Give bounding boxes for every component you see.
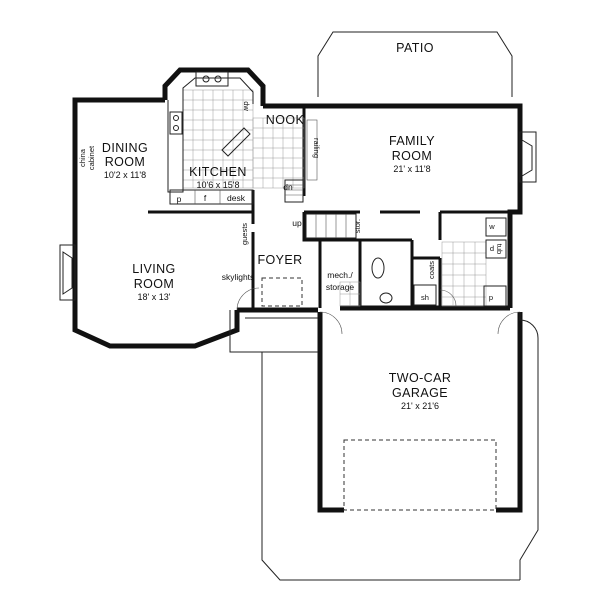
washer-label: w — [488, 222, 495, 231]
mech-label-2: storage — [326, 282, 355, 292]
dining-room-name: DINING — [102, 141, 148, 155]
exterior-walls — [72, 67, 523, 513]
kitchen-dims: 10'6 x 15'8 — [197, 180, 240, 190]
skylights — [261, 277, 303, 307]
annotation-labels: china cabinet railing dw dn up p f desk … — [78, 101, 504, 302]
stairs-up-label: up — [292, 218, 302, 228]
railing-label: railing — [312, 138, 321, 158]
door-swings — [236, 287, 521, 335]
patio-outline — [317, 31, 513, 97]
family-room-name: FAMILY — [389, 134, 435, 148]
desk-label: desk — [227, 193, 246, 203]
garage-name: TWO-CAR — [389, 371, 452, 385]
patio-label: PATIO — [396, 41, 434, 55]
front-steps — [229, 310, 318, 353]
dishwasher-label: dw — [242, 101, 251, 111]
kitchen-name: KITCHEN — [189, 165, 247, 179]
stairs — [284, 119, 357, 239]
guests-closet-label: guests — [240, 223, 249, 245]
laundry-floor-grid — [339, 241, 487, 307]
kitchen-counters — [167, 71, 254, 205]
laundry-pantry-label: p — [489, 293, 493, 302]
room-labels: PATIO NOOK FAMILY ROOM 21' x 11'8 DINING… — [102, 41, 451, 411]
fireplaces — [59, 131, 537, 301]
bath-fixtures — [371, 217, 507, 307]
garage-name-2: GARAGE — [392, 386, 448, 400]
dryer-label: d — [490, 244, 494, 253]
dining-room-dims: 10'2 x 11'8 — [104, 170, 146, 180]
family-room-name-2: ROOM — [392, 149, 433, 163]
driveway — [261, 312, 539, 581]
laundry-tub-label: tub — [495, 244, 504, 254]
family-room-dims: 21' x 11'8 — [393, 164, 430, 174]
skylights-label: skylights — [222, 272, 255, 282]
foyer-name: FOYER — [257, 253, 302, 267]
coats-label: coats — [427, 261, 436, 279]
pantry-label: p — [177, 194, 182, 204]
living-room-name-2: ROOM — [134, 277, 175, 291]
garage-dims: 21' x 21'6 — [401, 401, 439, 411]
fridge-label: f — [204, 193, 207, 203]
kitchen-floor-grid — [182, 89, 305, 189]
living-room-dims: 18' x 13' — [138, 292, 171, 302]
living-room-name: LIVING — [132, 262, 175, 276]
stairs-down-label: dn — [283, 182, 293, 192]
shower-label: sh — [421, 293, 429, 302]
storage-label: stor. — [353, 219, 362, 233]
china-cabinet-label-2: cabinet — [87, 145, 96, 170]
dining-room-name-2: ROOM — [105, 155, 146, 169]
mech-label-1: mech./ — [327, 270, 353, 280]
nook-label: NOOK — [266, 113, 305, 127]
china-cabinet-label-1: china — [78, 148, 87, 167]
